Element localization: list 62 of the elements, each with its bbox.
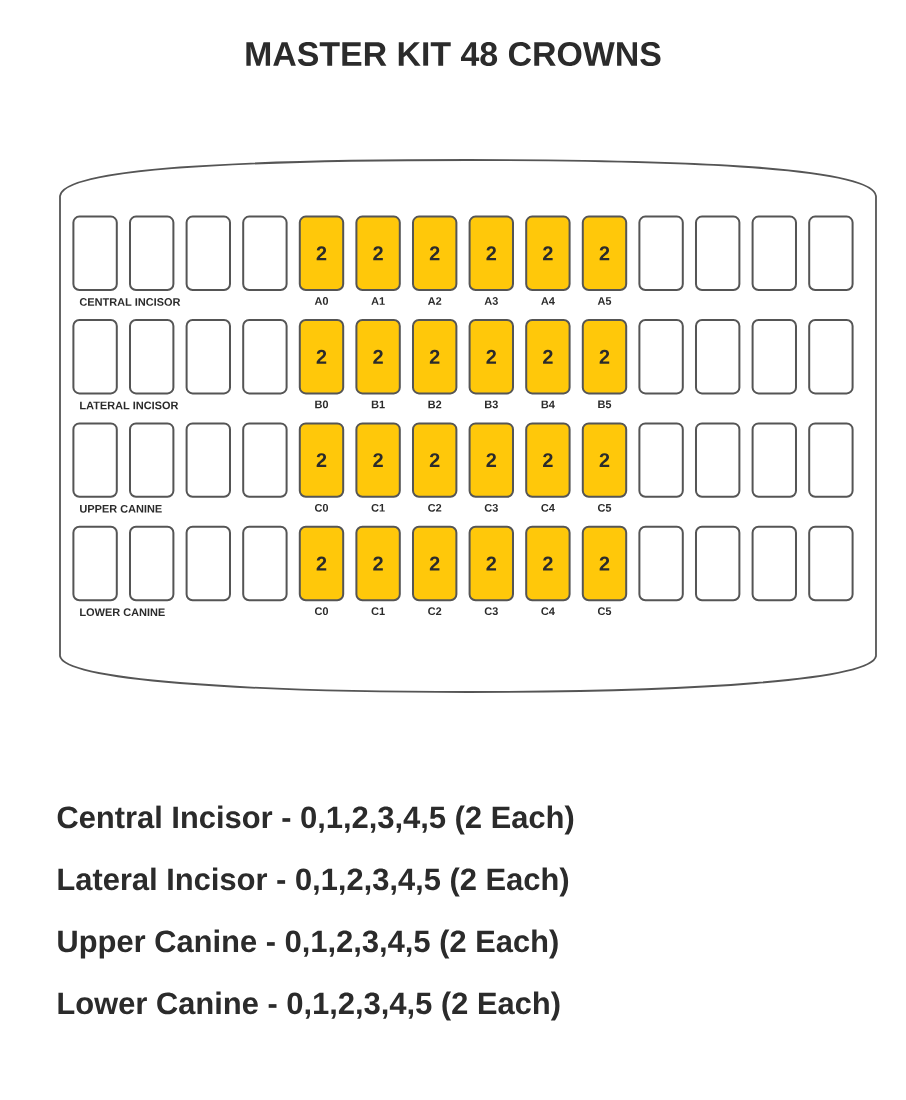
empty-slot [242,319,288,395]
empty-slot [242,422,288,498]
crown-slot: 2 [581,319,628,395]
crown-slot: 2 [355,319,401,395]
empty-slot [638,319,684,395]
crown-slot: 2 [525,319,571,395]
empty-slot [185,319,231,395]
title: MASTER KIT 48 CROWNS [246,42,661,66]
empty-slot [185,525,231,602]
crown-slot: 2 [581,525,628,602]
empty-slot [751,319,797,395]
crown-slot: 2 [525,215,571,291]
empty-slot [638,215,684,291]
empty-slot [72,319,118,395]
empty-slot [751,215,797,291]
crown-slot: 2 [412,215,458,291]
tray-outline [59,159,877,693]
legend-line: Lower Canine - 0,1,2,3,4,5 (2 Each) [58,991,560,1021]
empty-slot [695,525,741,602]
empty-slot [129,319,175,395]
empty-slot [185,215,231,291]
empty-slot [638,422,684,498]
empty-slot [129,422,175,498]
crown-slot: 2 [581,422,628,498]
empty-slot [72,525,118,602]
empty-slot [695,215,741,291]
empty-slot [72,422,118,498]
empty-slot [638,525,684,602]
empty-slot [695,422,741,498]
empty-slot [808,319,854,395]
legend-line: Central Incisor - 0,1,2,3,4,5 (2 Each) [57,805,574,835]
crown-slot: 2 [355,422,401,498]
crown-slot: 2 [412,422,458,498]
crown-slot: 2 [525,422,571,498]
crown-slot: 2 [298,422,345,498]
crown-slot: 2 [298,525,345,602]
empty-slot [695,319,741,395]
empty-slot [185,422,231,498]
empty-slot [129,525,175,602]
empty-slot [242,215,288,291]
legend-line: Lateral Incisor - 0,1,2,3,4,5 (2 Each) [58,867,569,897]
crown-slot: 2 [412,525,458,602]
empty-slot [242,525,288,602]
empty-slot [808,422,854,498]
crown-slot: 2 [468,319,514,395]
crown-slot: 2 [298,215,345,291]
crown-slot: 2 [581,215,628,291]
crown-slot: 2 [468,215,514,291]
legend-line: Upper Canine - 0,1,2,3,4,5 (2 Each) [58,929,558,959]
crown-slot: 2 [298,319,345,395]
empty-slot [808,215,854,291]
empty-slot [72,215,118,291]
empty-slot [751,422,797,498]
crown-slot: 2 [355,215,401,291]
empty-slot [129,215,175,291]
crown-slot: 2 [412,319,458,395]
crown-slot: 2 [468,525,514,602]
crown-slot: 2 [468,422,514,498]
empty-slot [751,525,797,602]
crown-slot: 2 [525,525,571,602]
crown-slot: 2 [355,525,401,602]
empty-slot [808,525,854,602]
